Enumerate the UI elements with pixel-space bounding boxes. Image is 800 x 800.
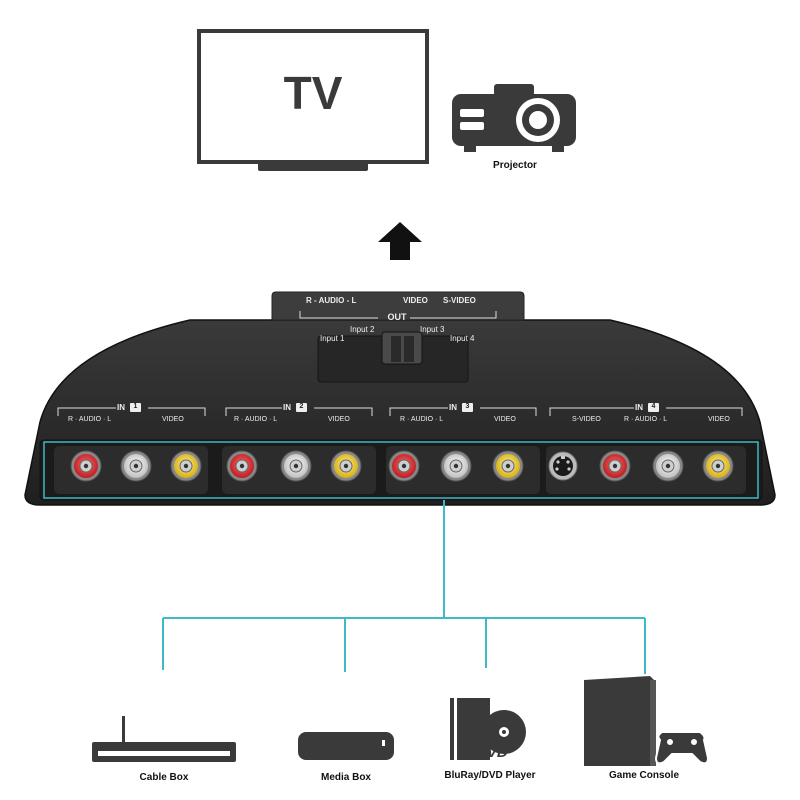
in-2-audio-label: R · AUDIO · L xyxy=(234,416,278,423)
in-3-number: 3 xyxy=(465,403,470,410)
in-2-number: 2 xyxy=(299,403,304,410)
rca-jack-yellow xyxy=(702,450,734,482)
rca-jack-yellow xyxy=(492,450,524,482)
projector-label: Projector xyxy=(493,160,537,171)
bluray-dvd-player-icon xyxy=(446,696,536,768)
game-console-label: Game Console xyxy=(608,770,680,781)
connector-lines xyxy=(0,500,800,680)
in-4-video-label: VIDEO xyxy=(708,416,730,423)
selector-input2-label: Input 2 xyxy=(350,325,375,334)
rca-jack-red xyxy=(70,450,102,482)
tv-label: TV xyxy=(283,67,343,119)
rca-jack-yellow xyxy=(330,450,362,482)
out-video-label: VIDEO xyxy=(403,296,428,305)
selector-input3-label: Input 3 xyxy=(420,325,445,334)
in-2-video-label: VIDEO xyxy=(328,416,350,423)
in-3-audio-label: R · AUDIO · L xyxy=(400,416,444,423)
rca-jack-white xyxy=(280,450,312,482)
rca-jack-red xyxy=(388,450,420,482)
rca-jack-red xyxy=(599,450,631,482)
in-3-label: IN xyxy=(449,403,457,412)
in-4-label: IN xyxy=(635,403,643,412)
in-2-label: IN xyxy=(283,403,291,412)
in-4-audio-label: R · AUDIO · L xyxy=(624,416,668,423)
arrow-up-icon xyxy=(378,222,422,262)
rca-jack-white xyxy=(120,450,152,482)
dvd-logo: DVD xyxy=(476,744,508,761)
selector-input1-label: Input 1 xyxy=(320,334,345,343)
rca-jack-white xyxy=(652,450,684,482)
rca-jack-yellow xyxy=(170,450,202,482)
input-selector-slider[interactable] xyxy=(382,332,422,364)
in-1-number: 1 xyxy=(133,403,138,410)
rca-jack-red xyxy=(226,450,258,482)
av-switch-device xyxy=(0,290,800,520)
projector-icon xyxy=(450,82,580,156)
game-console-icon xyxy=(580,674,710,770)
media-box-label: Media Box xyxy=(320,772,371,783)
in-1-label: IN xyxy=(117,403,125,412)
out-label: OUT xyxy=(387,312,407,322)
out-svideo-label: S-VIDEO xyxy=(443,296,476,305)
out-audio-label: R - AUDIO - L xyxy=(306,296,357,305)
selector-input4-label: Input 4 xyxy=(450,334,475,343)
rca-jack-white xyxy=(440,450,472,482)
cable-box-icon xyxy=(90,714,238,766)
av-switch-body xyxy=(24,291,776,506)
in-1-audio-label: R · AUDIO · L xyxy=(68,416,112,423)
in-1-video-label: VIDEO xyxy=(162,416,184,423)
svideo-jack xyxy=(548,451,578,481)
media-box-icon xyxy=(296,730,396,766)
bluray-dvd-player-label: BluRay/DVD Player xyxy=(444,770,536,781)
in-4-svideo-label: S-VIDEO xyxy=(572,416,601,423)
cable-box-label: Cable Box xyxy=(139,772,189,783)
tv-icon xyxy=(196,28,430,176)
in-4-number: 4 xyxy=(651,403,656,410)
in-3-video-label: VIDEO xyxy=(494,416,516,423)
